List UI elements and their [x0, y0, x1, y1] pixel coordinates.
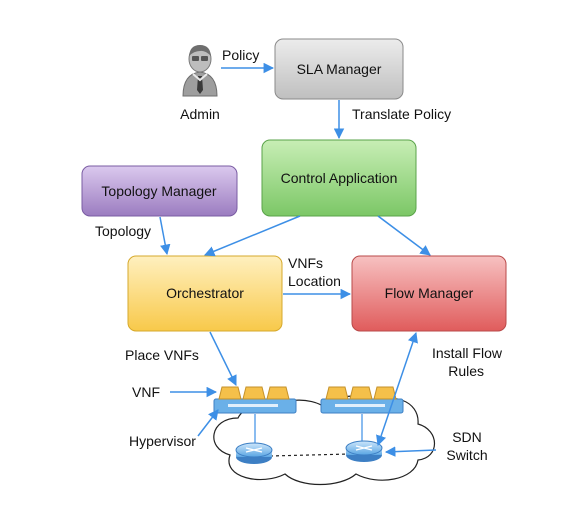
hypervisor-1-icon [213, 398, 297, 414]
sdn-switch-callout-line2: Switch [446, 447, 487, 463]
admin-icon [182, 45, 218, 97]
orchestrator-box: Orchestrator [127, 255, 283, 332]
arrow-hypervisor-callout [197, 409, 219, 437]
switch-link [269, 453, 351, 457]
flow-manager-box: Flow Manager [351, 255, 507, 332]
vnf-group-1-icons [218, 386, 290, 400]
arrow-sdn-switch-callout [384, 446, 437, 457]
arrow-control-to-orchestrator [204, 215, 301, 257]
arrow-topology-to-orchestrator [159, 216, 171, 256]
topology-manager-box: Topology Manager [81, 165, 238, 217]
vnf-callout-label: VNF [132, 384, 160, 400]
arrow-control-to-flow [377, 215, 431, 256]
install-flow-rules-label-line2: Rules [448, 363, 484, 379]
hypervisor-callout-label: Hypervisor [129, 433, 196, 449]
sdn-switch-1-icon [235, 442, 273, 464]
arrows [159, 62, 437, 457]
install-flow-rules-label-line1: Install Flow [432, 345, 503, 361]
vnfs-location-label-line1: VNFs [288, 255, 323, 271]
place-vnfs-label: Place VNFs [125, 347, 199, 363]
flow-manager-label: Flow Manager [385, 285, 474, 301]
topology-manager-label: Topology Manager [101, 183, 217, 199]
control-application-label: Control Application [281, 170, 398, 186]
policy-label: Policy [222, 47, 259, 63]
translate-policy-label: Translate Policy [352, 106, 451, 122]
vnfs-location-label-line2: Location [288, 273, 341, 289]
arrow-flow-to-switch [376, 332, 418, 446]
topology-label: Topology [95, 223, 151, 239]
control-application-box: Control Application [261, 139, 417, 217]
orchestrator-label: Orchestrator [166, 285, 244, 301]
sla-manager-label: SLA Manager [297, 61, 382, 77]
arrow-orchestrator-to-vnf [209, 331, 237, 386]
sdn-switch-callout-line1: SDN [452, 429, 482, 445]
sdn-switch-2-icon [345, 440, 383, 462]
vnf-group-2-icons [325, 386, 397, 400]
sla-manager-box: SLA Manager [274, 38, 404, 100]
admin-label: Admin [180, 106, 220, 122]
